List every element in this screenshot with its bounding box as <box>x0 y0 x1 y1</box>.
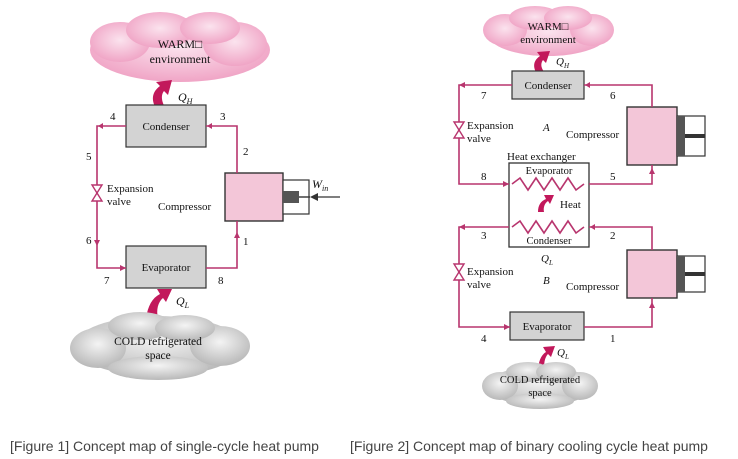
flow-arrow-7 <box>120 265 126 271</box>
discharge-pipe <box>206 125 238 173</box>
heat-label: Heat <box>560 199 581 211</box>
cold-space-cloud: COLD refrigerated space <box>70 312 250 380</box>
condenser-label: Condenser <box>142 121 189 133</box>
evaporator-coil <box>511 176 585 192</box>
cycle-a-discharge-pipe <box>584 84 653 107</box>
condenser-top-label: Condenser <box>524 80 571 92</box>
figure-1: WARM□ environment QH Condenser Evaporato… <box>10 12 340 454</box>
heat-rejection-arrow <box>152 80 172 112</box>
compressor-top-cylinder <box>626 106 678 166</box>
state2-4: 4 <box>481 333 487 345</box>
figure-2-caption: [Figure 2] Concept map of binary cooling… <box>350 438 708 454</box>
expansion-valve-a-icon <box>452 121 466 132</box>
warm-environment-cloud-2: WARM□ environment <box>483 6 614 56</box>
state2-7: 7 <box>481 90 487 102</box>
figure-1-caption: [Figure 1] Concept map of single-cycle h… <box>10 438 319 454</box>
internal-heat-arrow <box>538 195 554 212</box>
flow-arrow-b-3 <box>459 224 465 230</box>
cold-space-cloud-2: COLD refrigerated space <box>482 362 598 409</box>
state2-8: 8 <box>481 171 487 183</box>
compressor-top-piston <box>677 116 685 156</box>
expansion-valve-icon <box>90 184 104 195</box>
expansion-a-label-2: valve <box>467 133 491 145</box>
state-3: 3 <box>220 111 226 123</box>
evaporator-box <box>125 245 207 289</box>
flow-arrow-a-7 <box>459 82 465 88</box>
state2-3: 3 <box>481 230 487 242</box>
compressor-piston <box>283 191 299 203</box>
expansion-b-label-2: valve <box>467 279 491 291</box>
compressor-bottom-cylinder <box>626 249 678 299</box>
cycle-a-suction-pipe <box>589 165 653 185</box>
heat-exchanger-label: Heat exchanger <box>507 151 576 163</box>
evaporator-mid-label: Evaporator <box>526 166 573 177</box>
state-8: 8 <box>218 275 224 287</box>
state-2: 2 <box>243 146 249 158</box>
flow-arrow-b-4 <box>504 324 510 330</box>
condenser-coil <box>511 219 585 235</box>
warm-env-2-label-2: environment <box>520 34 576 46</box>
flow-arrow-6 <box>94 240 100 246</box>
cold-space-label-2: space <box>145 350 171 362</box>
compressor-label: Compressor <box>158 201 212 213</box>
expansion-a-label-1: Expansion <box>467 120 514 132</box>
cycle-b-suction-pipe <box>584 298 653 328</box>
ql-label: QL <box>176 294 190 310</box>
cold-space-2-label-1: COLD refrigerated <box>500 375 581 386</box>
state-4: 4 <box>110 111 116 123</box>
state2-6: 6 <box>610 90 616 102</box>
expansion-label-1: Expansion <box>107 183 154 195</box>
flow-arrow-a-6 <box>585 82 590 88</box>
flow-arrow-a-5 <box>649 168 655 174</box>
state-6: 6 <box>86 235 92 247</box>
evaporator-bottom-box <box>509 311 585 341</box>
suction-pipe <box>206 221 238 269</box>
heat-absorption-arrow <box>146 289 172 318</box>
compressor-cylinder <box>224 172 284 222</box>
work-input-arrow <box>310 193 318 201</box>
cold-space-2-label-2: space <box>528 388 552 399</box>
compressor-top-label: Compressor <box>566 129 620 141</box>
evaporator-bottom-label: Evaporator <box>523 321 572 333</box>
warm-env-label-1: WARM□ <box>158 37 203 51</box>
win-label: Win <box>312 177 328 193</box>
state2-2: 2 <box>610 230 616 242</box>
compressor-bottom-piston <box>677 256 685 292</box>
warm-env-2-label-1: WARM□ <box>528 21 569 33</box>
cycle-b-label: B <box>543 275 550 287</box>
expansion-b-label-1: Expansion <box>467 266 514 278</box>
state2-1: 1 <box>610 333 616 345</box>
state-5: 5 <box>86 151 92 163</box>
cycle-b-discharge-pipe <box>589 226 653 250</box>
warm-env-label-2: environment <box>150 52 211 66</box>
compressor-bottom-label: Compressor <box>566 281 620 293</box>
flow-arrow-b-1 <box>649 302 655 308</box>
qh-label: QH <box>178 90 194 106</box>
flow-arrow-3 <box>207 123 212 129</box>
cold-space-label-1: COLD refrigerated <box>114 336 202 348</box>
flow-arrow-1 <box>234 232 240 238</box>
state-7: 7 <box>104 275 110 287</box>
heat-rejection-arrow-2 <box>534 51 550 74</box>
state2-5: 5 <box>610 171 616 183</box>
ql-mid-label: QL <box>541 253 553 267</box>
figure-2: WARM□ environment QH Condenser Compresso… <box>350 6 708 454</box>
expansion-valve-b-icon <box>452 263 466 274</box>
cycle-a-label: A <box>542 122 550 134</box>
evaporator-label: Evaporator <box>142 262 191 274</box>
ql-label-2: QL <box>557 347 569 361</box>
expansion-label-2: valve <box>107 196 131 208</box>
condenser-mid-label: Condenser <box>527 236 572 247</box>
flow-arrow-4 <box>98 123 103 129</box>
warm-environment-cloud: WARM□ environment <box>90 12 270 82</box>
flow-arrow-b-2 <box>590 224 595 230</box>
state-1: 1 <box>243 236 249 248</box>
flow-arrow-a-8 <box>503 181 509 187</box>
qh-label-2: QH <box>556 56 570 70</box>
